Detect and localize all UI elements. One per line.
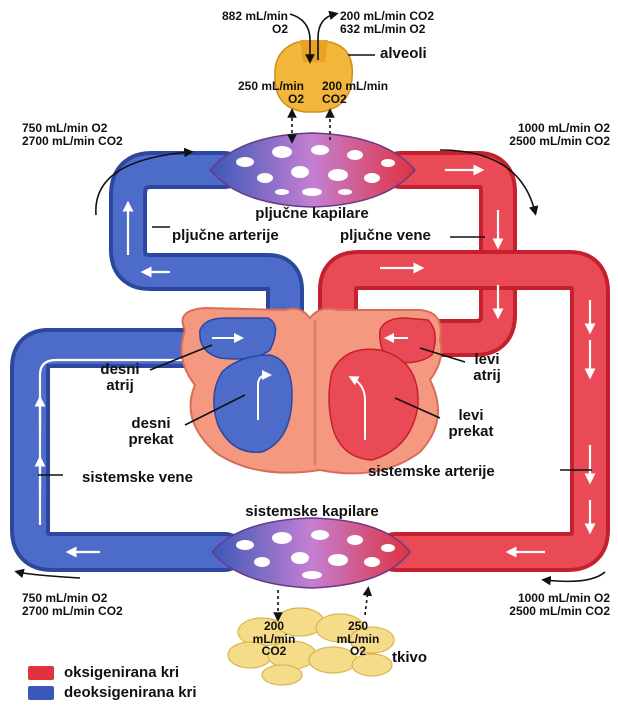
top-left-flow: 882 mL/min O2 xyxy=(168,10,288,35)
lower-left-flow: 750 mL/min O2 2700 mL/min CO2 xyxy=(22,592,123,617)
alveoli-down-o2-value: 250 mL/min xyxy=(180,80,304,93)
lower-left-flow-o2: 750 mL/min O2 xyxy=(22,592,123,605)
right-ventricle-label-1: desni xyxy=(118,416,184,432)
left-ventricle-label-1: levi xyxy=(438,408,504,424)
tissue-co2-flow: 200 mL/min CO2 xyxy=(244,620,304,658)
pulmonary-arteries-label: pljučne arterije xyxy=(172,228,279,244)
alveoli-up-co2-value: 200 mL/min xyxy=(322,80,388,93)
top-right-flow-o2: 632 mL/min O2 xyxy=(340,23,434,36)
tissue-co2-gas: CO2 xyxy=(244,645,304,658)
upper-left-flow-co2: 2700 mL/min CO2 xyxy=(22,135,123,148)
systemic-arteries-label: sistemske arterije xyxy=(368,464,495,480)
left-atrium-label-2: atrij xyxy=(462,368,512,384)
legend-label-oxygenated: oksigenirana kri xyxy=(64,664,179,681)
upper-right-flow-o2: 1000 mL/min O2 xyxy=(440,122,610,135)
upper-left-flow: 750 mL/min O2 2700 mL/min CO2 xyxy=(22,122,123,147)
top-left-flow-value: 882 mL/min xyxy=(168,10,288,23)
alveoli-up-co2: 200 mL/min CO2 xyxy=(322,80,388,105)
legend-swatch-oxygenated xyxy=(28,666,54,680)
upper-left-flow-o2: 750 mL/min O2 xyxy=(22,122,123,135)
alveoli-up-co2-gas: CO2 xyxy=(322,93,388,106)
tissue-o2-flow: 250 mL/min O2 xyxy=(328,620,388,658)
left-ventricle-label: levi prekat xyxy=(438,408,504,440)
tissue-co2-value: 200 xyxy=(244,620,304,633)
legend-label-deoxygenated: deoksigenirana kri xyxy=(64,684,197,701)
pulmonary-capillaries-label: pljučne kapilare xyxy=(222,206,402,222)
right-atrium-label-1: desni xyxy=(90,362,150,378)
lower-right-flow: 1000 mL/min O2 2500 mL/min CO2 xyxy=(440,592,610,617)
upper-right-flow: 1000 mL/min O2 2500 mL/min CO2 xyxy=(440,122,610,147)
alveoli-label: alveoli xyxy=(380,46,427,62)
lower-left-flow-co2: 2700 mL/min CO2 xyxy=(22,605,123,618)
top-left-flow-gas: O2 xyxy=(168,23,288,36)
systemic-capillary-bed xyxy=(212,518,410,588)
lower-right-flow-co2: 2500 mL/min CO2 xyxy=(440,605,610,618)
left-ventricle-label-2: prekat xyxy=(438,424,504,440)
pulmonary-veins-label: pljučne vene xyxy=(340,228,431,244)
systemic-veins-label: sistemske vene xyxy=(82,470,193,486)
right-atrium-label-2: atrij xyxy=(90,378,150,394)
right-ventricle xyxy=(214,355,292,452)
right-ventricle-label-2: prekat xyxy=(118,432,184,448)
left-atrium-label-1: levi xyxy=(462,352,512,368)
heart xyxy=(182,308,442,473)
legend-swatch-deoxygenated xyxy=(28,686,54,700)
left-atrium-label: levi atrij xyxy=(462,352,512,384)
top-right-flow-co2: 200 mL/min CO2 xyxy=(340,10,434,23)
right-ventricle-label: desni prekat xyxy=(118,416,184,448)
tissue-o2-gas: O2 xyxy=(328,645,388,658)
top-right-flow: 200 mL/min CO2 632 mL/min O2 xyxy=(340,10,434,35)
alveoli-down-o2-gas: O2 xyxy=(180,93,304,106)
systemic-capillaries-label: sistemske kapilare xyxy=(212,504,412,520)
tissue-label: tkivo xyxy=(392,650,427,666)
upper-right-flow-co2: 2500 mL/min CO2 xyxy=(440,135,610,148)
tissue-o2-value: 250 xyxy=(328,620,388,633)
lower-right-flow-o2: 1000 mL/min O2 xyxy=(440,592,610,605)
pulmonary-capillary-bed xyxy=(210,133,415,207)
right-atrium-label: desni atrij xyxy=(90,362,150,394)
alveoli-down-o2: 250 mL/min O2 xyxy=(180,80,304,105)
